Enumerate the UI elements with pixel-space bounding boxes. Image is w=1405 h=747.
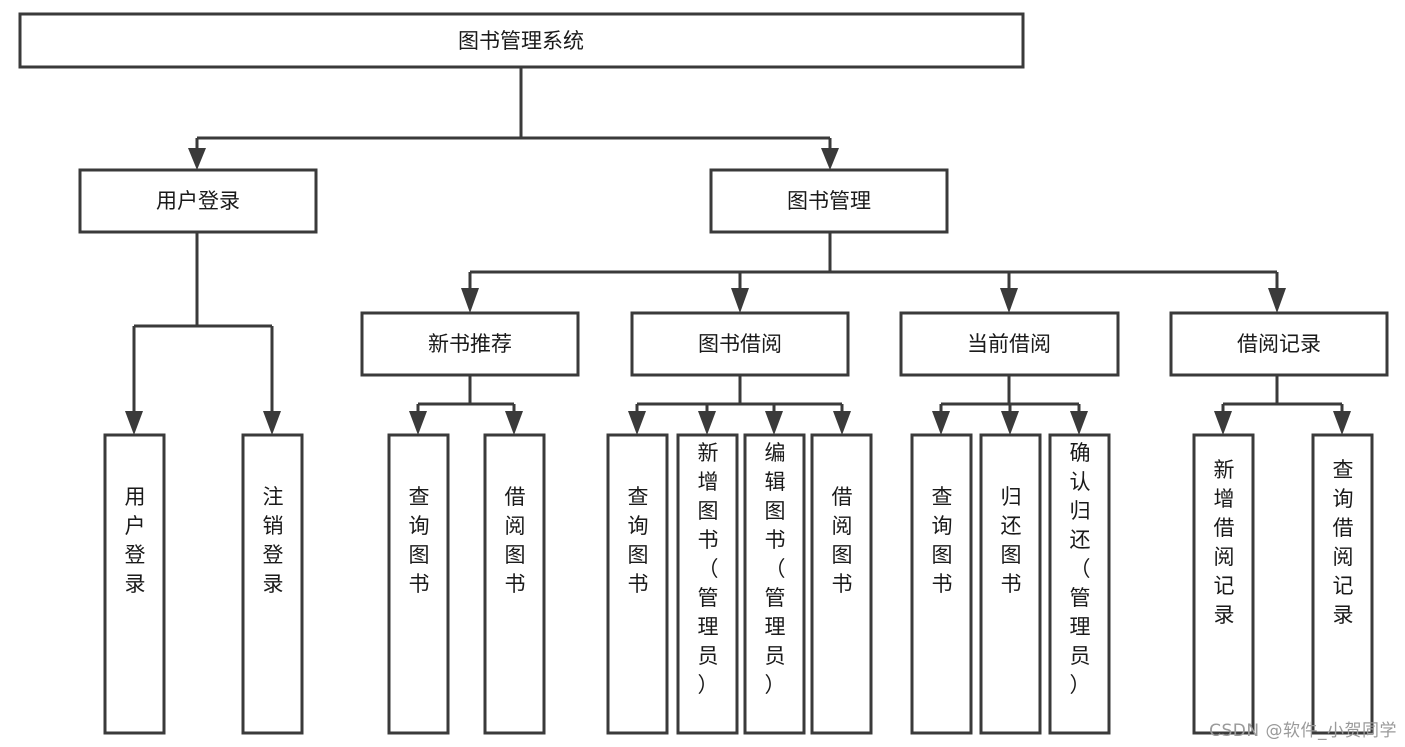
node-leaf-return-book[interactable]: 归还图书	[979, 433, 1042, 735]
node-leaf-add-record-box[interactable]	[1192, 433, 1255, 735]
arrowhead-book-borrow	[731, 288, 749, 313]
node-leaf-query-book-2-label: 查询图书	[628, 485, 649, 596]
node-leaf-add-book[interactable]: 新增图书（管理员）	[676, 433, 739, 735]
node-leaf-return-book-label: 归还图书	[1001, 485, 1022, 596]
node-new-book-recommend-label: 新书推荐	[428, 332, 512, 356]
node-book-management-label: 图书管理	[787, 189, 871, 213]
node-current-borrow-label: 当前借阅	[967, 332, 1051, 356]
node-leaf-borrow-book-2-box[interactable]	[810, 433, 873, 735]
arrowhead-new-book-recommend	[461, 288, 479, 313]
arrowhead-leaf-add-record	[1214, 411, 1232, 435]
node-leaf-query-book-3[interactable]: 查询图书	[910, 433, 973, 735]
node-leaf-add-book-label: 新增图书（管理员）	[698, 441, 719, 697]
node-borrow-record-box[interactable]	[1169, 311, 1389, 377]
arrowhead-leaf-borrow-book-1	[505, 411, 523, 435]
node-leaf-query-book-1-label: 查询图书	[409, 485, 430, 596]
node-borrow-record[interactable]: 借阅记录	[1169, 311, 1389, 377]
node-user-login-label: 用户登录	[156, 189, 240, 213]
arrowhead-leaf-edit-book	[765, 411, 783, 435]
node-leaf-borrow-book-2-label: 借阅图书	[832, 485, 853, 596]
node-user-login-box[interactable]	[78, 168, 318, 234]
arrowhead-borrow-record	[1268, 288, 1286, 313]
node-root[interactable]: 图书管理系统	[18, 12, 1025, 69]
arrowhead-leaf-query-book-2	[628, 411, 646, 435]
arrowhead-leaf-user-login	[125, 411, 143, 435]
node-leaf-return-book-box[interactable]	[979, 433, 1042, 735]
node-leaf-user-login-box[interactable]	[103, 433, 166, 735]
arrowhead-user-login	[188, 148, 206, 170]
node-leaf-query-record[interactable]: 查询借阅记录	[1311, 433, 1374, 735]
node-book-management-box[interactable]	[709, 168, 949, 234]
arrowhead-book-management	[821, 148, 839, 170]
node-leaf-add-record-label: 新增借阅记录	[1214, 458, 1235, 627]
node-user-login[interactable]: 用户登录	[78, 168, 318, 234]
arrowhead-current-borrow	[1000, 288, 1018, 313]
node-leaf-user-logout-box[interactable]	[241, 433, 304, 735]
node-new-book-recommend-box[interactable]	[360, 311, 580, 377]
node-leaf-borrow-book-1[interactable]: 借阅图书	[483, 433, 546, 735]
node-leaf-user-logout[interactable]: 注销登录	[241, 433, 304, 735]
node-leaf-borrow-book-1-box[interactable]	[483, 433, 546, 735]
node-leaf-user-login[interactable]: 用户登录	[103, 433, 166, 735]
csdn-watermark: CSDN @软件_小贺同学	[1209, 721, 1397, 741]
arrowhead-leaf-user-logout	[263, 411, 281, 435]
node-root-label: 图书管理系统	[458, 29, 584, 53]
node-leaf-query-book-2[interactable]: 查询图书	[606, 433, 669, 735]
node-book-management[interactable]: 图书管理	[709, 168, 949, 234]
node-book-borrow-box[interactable]	[630, 311, 850, 377]
node-book-borrow-label: 图书借阅	[698, 332, 782, 356]
node-leaf-query-book-2-box[interactable]	[606, 433, 669, 735]
node-leaf-query-record-box[interactable]	[1311, 433, 1374, 735]
node-leaf-user-logout-label: 注销登录	[263, 485, 284, 596]
node-leaf-add-book-box[interactable]	[676, 433, 739, 735]
node-leaf-query-book-3-box[interactable]	[910, 433, 973, 735]
node-new-book-recommend[interactable]: 新书推荐	[360, 311, 580, 377]
node-leaf-borrow-book-1-label: 借阅图书	[505, 485, 526, 596]
node-leaf-add-record[interactable]: 新增借阅记录	[1192, 433, 1255, 735]
node-root-box[interactable]	[18, 12, 1025, 69]
node-current-borrow-box[interactable]	[899, 311, 1120, 377]
leaf-layer: 用户登录 注销登录 查询图书 借阅图书 查询图书 新	[103, 433, 1374, 735]
arrowhead-leaf-query-book-3	[932, 411, 950, 435]
node-leaf-edit-book[interactable]: 编辑图书（管理员）	[743, 433, 806, 735]
arrowhead-leaf-return-book	[1001, 411, 1019, 435]
node-leaf-confirm-return[interactable]: 确认归还（管理员）	[1048, 433, 1111, 735]
node-leaf-query-book-3-label: 查询图书	[932, 485, 953, 596]
arrowhead-leaf-query-record	[1333, 411, 1351, 435]
node-current-borrow[interactable]: 当前借阅	[899, 311, 1120, 377]
node-book-borrow[interactable]: 图书借阅	[630, 311, 850, 377]
node-leaf-user-login-label: 用户登录	[125, 485, 146, 596]
node-leaf-query-book-1[interactable]: 查询图书	[387, 433, 450, 735]
node-leaf-confirm-return-box[interactable]	[1048, 433, 1111, 735]
connector-layer	[125, 67, 1351, 435]
node-leaf-query-record-label: 查询借阅记录	[1333, 458, 1354, 627]
arrowhead-leaf-borrow-book-2	[833, 411, 851, 435]
node-leaf-borrow-book-2[interactable]: 借阅图书	[810, 433, 873, 735]
node-leaf-edit-book-label: 编辑图书（管理员）	[765, 441, 786, 697]
node-leaf-edit-book-box[interactable]	[743, 433, 806, 735]
arrowhead-leaf-add-book	[698, 411, 716, 435]
node-borrow-record-label: 借阅记录	[1237, 332, 1321, 356]
arrowhead-leaf-confirm-return	[1070, 411, 1088, 435]
arrowhead-leaf-query-book-1	[409, 411, 427, 435]
node-leaf-query-book-1-box[interactable]	[387, 433, 450, 735]
node-leaf-confirm-return-label: 确认归还（管理员）	[1070, 441, 1091, 697]
